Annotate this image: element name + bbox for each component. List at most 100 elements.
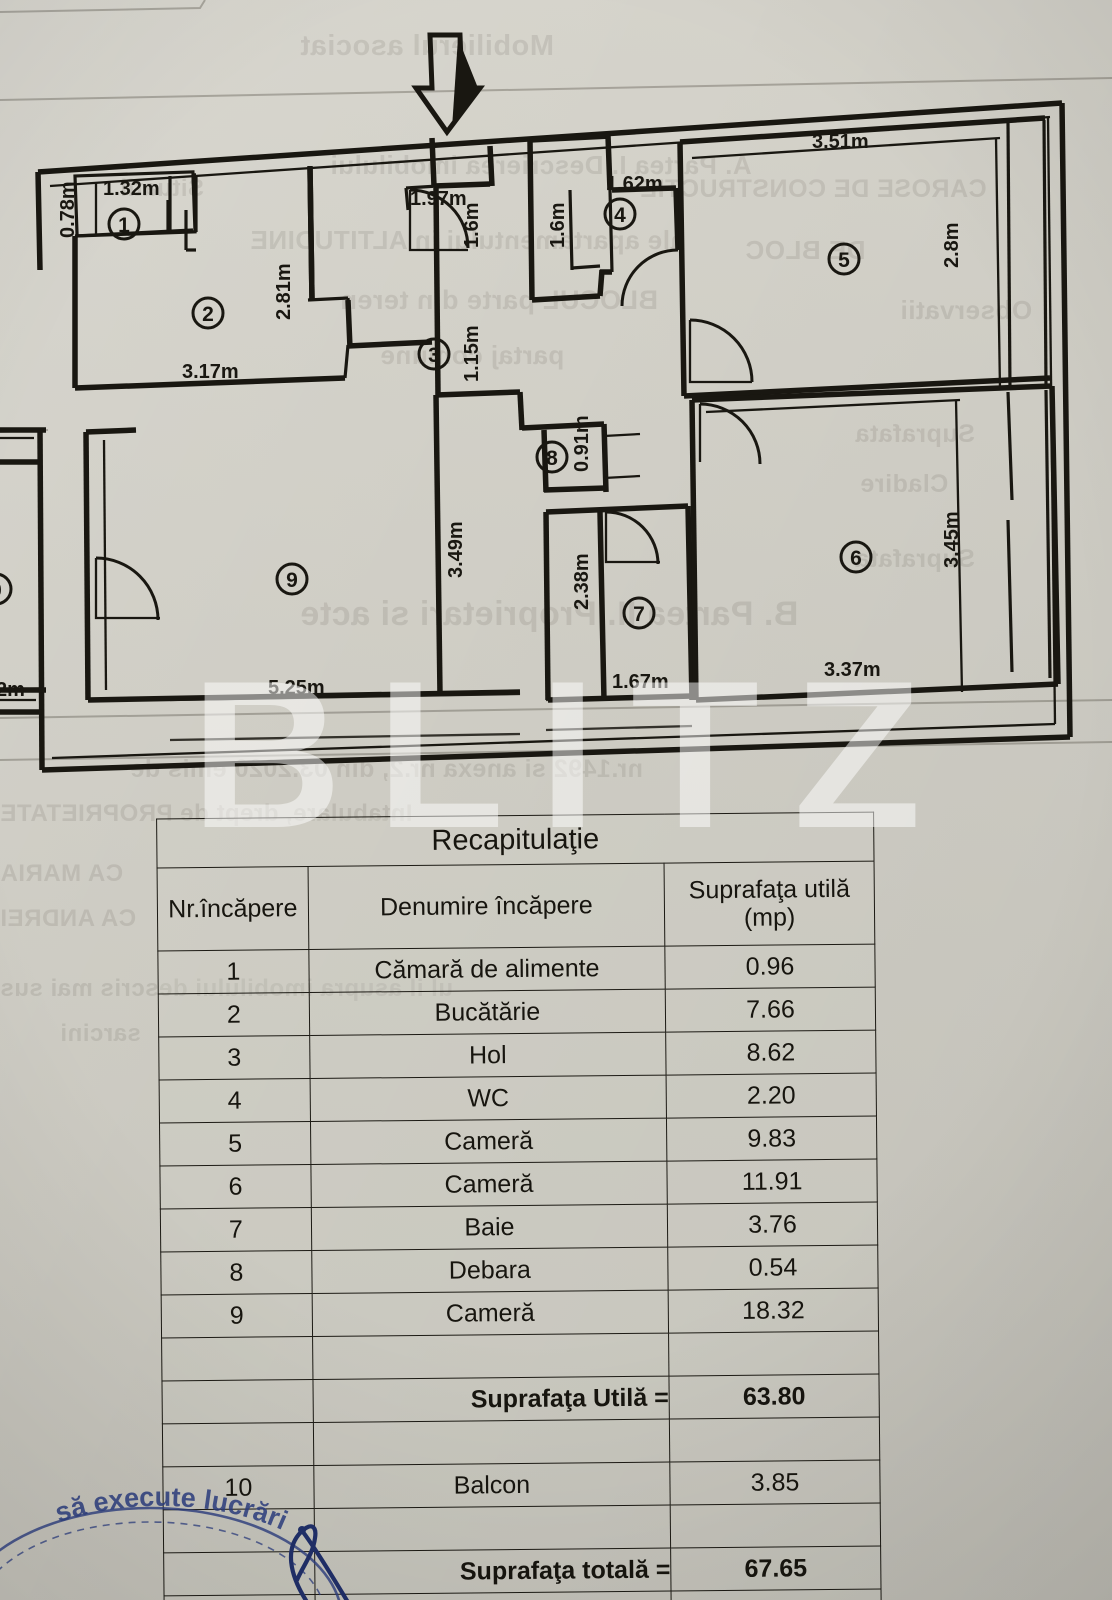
cell-area: 18.32 — [668, 1288, 879, 1334]
table-title: Recapitulaţie — [156, 812, 875, 868]
column-header-nr: Nr.încăpere — [157, 866, 309, 951]
floor-plan-drawing: .w { fill:none; stroke:#191711; stroke-w… — [0, 0, 1112, 773]
dim-camara-width: 1.32m — [103, 178, 160, 200]
cell-area: 3.76 — [667, 1202, 878, 1248]
dim-wc-width: 1.62m — [606, 173, 663, 195]
cell-name: Cameră — [310, 1161, 668, 1208]
room-marker-2: 2 — [191, 296, 225, 330]
dim-debara-height: 0.91m — [571, 415, 593, 472]
useful-total-row: Suprafaţa Utilă = 63.80 — [161, 1374, 880, 1424]
room-marker-10: 0 — [0, 572, 13, 606]
cell-name: Cămară de alimente — [308, 946, 666, 993]
cell-area: 3.85 — [669, 1460, 881, 1506]
ghost-text-verso: sarcini — [60, 1020, 141, 1047]
cell-name: Balcon — [313, 1462, 671, 1509]
cell-nr: 1 — [157, 949, 310, 994]
dim-camera6-height: 3.45m — [941, 511, 963, 568]
column-header-name: Denumire încăpere — [307, 863, 665, 950]
table-header-row: Nr.încăpere Denumire încăpere Suprafaţa … — [157, 861, 875, 951]
cell-name: Baie — [311, 1204, 668, 1251]
room-marker-5: 5 — [827, 242, 861, 276]
dim-camera5-width: 3.51m — [812, 131, 869, 153]
cell-area: 9.83 — [666, 1116, 877, 1162]
table-blank-row — [163, 1503, 881, 1553]
svg-text:6: 6 — [850, 547, 862, 570]
room-marker-3: 3 — [417, 337, 451, 371]
cell-name: Cameră — [310, 1118, 667, 1165]
useful-total-value: 63.80 — [669, 1374, 880, 1420]
cell-name: WC — [309, 1075, 667, 1122]
dim-bucatarie-width: 3.17m — [182, 361, 239, 383]
room-marker-1: 1 — [107, 207, 141, 241]
column-header-area: Suprafaţa utilă (mp) — [664, 861, 875, 947]
dim-camera9-height: 3.49m — [445, 521, 467, 578]
dim-camera6-width: 3.37m — [824, 659, 881, 681]
dim-camera5-height: 2.8m — [941, 222, 963, 268]
grand-total-value: 67.65 — [670, 1546, 882, 1592]
grand-total-row: Suprafaţa totală = 67.65 — [163, 1546, 882, 1596]
cell-area: 2.20 — [666, 1073, 877, 1119]
cell-nr: 5 — [159, 1121, 311, 1166]
svg-text:0: 0 — [0, 579, 2, 602]
cell-area: 8.62 — [665, 1030, 877, 1076]
svg-text:3: 3 — [428, 344, 440, 367]
dim-hol-upper: 1.97m — [410, 188, 467, 210]
dim-balcon-edge: 2m — [0, 679, 25, 701]
cell-nr: 3 — [158, 1035, 310, 1080]
useful-total-label: Suprafaţa Utilă = — [312, 1376, 670, 1423]
cell-area: 11.91 — [666, 1159, 878, 1205]
cell-name: Debara — [311, 1247, 669, 1294]
svg-text:2: 2 — [202, 303, 214, 326]
cell-area: 0.54 — [667, 1245, 879, 1291]
dim-bucatarie-height: 2.81m — [273, 263, 295, 320]
room-marker-4: 4 — [603, 197, 637, 231]
svg-text:8: 8 — [546, 447, 558, 470]
cell-nr: 6 — [159, 1164, 312, 1209]
dim-camera9-width: 5.25m — [268, 677, 325, 699]
cell-nr: 8 — [160, 1250, 312, 1295]
recapitulatie-table: Recapitulaţie Nr.încăpere Denumire încăp… — [156, 812, 882, 1600]
svg-text:4: 4 — [614, 204, 626, 227]
room-marker-7: 7 — [622, 596, 656, 630]
balcony-row: 10 Balcon 3.85 — [162, 1460, 881, 1510]
cell-name: Cameră — [311, 1290, 669, 1337]
north-arrow-icon — [411, 32, 485, 137]
cell-name: Hol — [309, 1032, 667, 1079]
cell-name: Bucătărie — [309, 989, 666, 1036]
svg-text:7: 7 — [633, 603, 645, 626]
dim-hol-seg-lower: 1.15m — [461, 325, 483, 382]
svg-text:1: 1 — [118, 214, 130, 237]
ghost-text-verso: CA ANDREI — [0, 905, 137, 932]
dim-hol-seg-mid: 1.6m — [547, 202, 569, 248]
cell-nr: 2 — [158, 992, 310, 1037]
ghost-text-verso: CA MARIA — [0, 860, 124, 887]
cell-nr: 9 — [161, 1293, 313, 1338]
dim-baie-width: 1.67m — [612, 671, 669, 693]
table-blank-row — [161, 1331, 879, 1381]
room-marker-9: 9 — [275, 562, 309, 596]
table-blank-row — [162, 1417, 880, 1467]
dim-hol-seg-left: 1.6m — [461, 202, 483, 248]
column-header-area-line1: Suprafaţa utilă — [688, 874, 851, 905]
cell-nr: 7 — [160, 1207, 312, 1252]
svg-text:9: 9 — [286, 569, 298, 592]
svg-text:5: 5 — [838, 249, 850, 272]
cell-area: 0.96 — [664, 944, 876, 990]
table-title-row: Recapitulaţie — [156, 812, 875, 868]
column-header-area-line2: (mp) — [743, 903, 796, 932]
room-marker-8: 8 — [535, 440, 569, 474]
cell-nr: 10 — [162, 1465, 314, 1510]
dim-baie-height: 2.38m — [571, 553, 593, 610]
grand-total-label: Suprafaţa totală = — [314, 1548, 672, 1595]
room-marker-6: 6 — [839, 540, 873, 574]
cell-area: 7.66 — [665, 987, 876, 1033]
